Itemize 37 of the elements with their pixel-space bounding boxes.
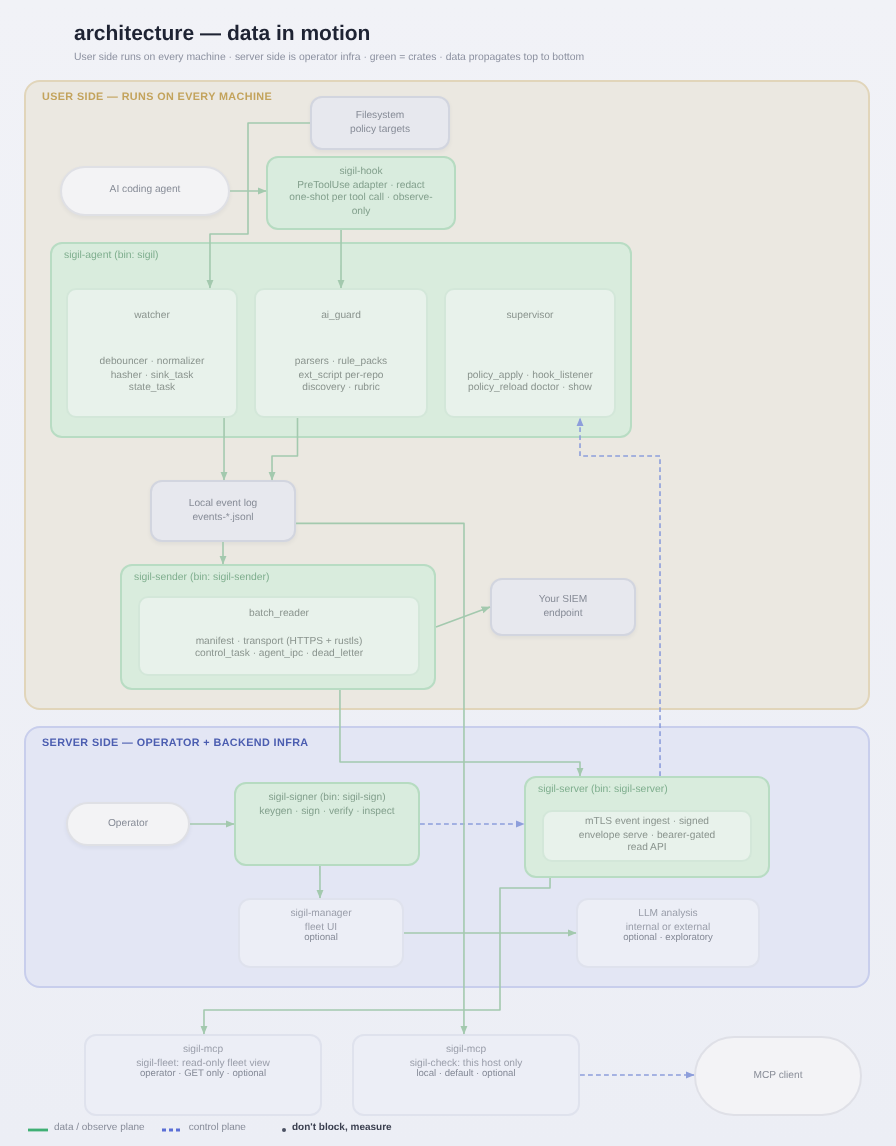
arrow	[337, 229, 345, 289]
arrow	[339, 689, 584, 777]
arrow	[229, 187, 267, 195]
client-pill	[694, 1036, 862, 1116]
arrow	[206, 122, 311, 289]
resource-box	[490, 578, 636, 636]
optional-component-box	[352, 1034, 580, 1116]
dashed-arrow	[579, 1071, 695, 1079]
optional-component-box	[238, 898, 404, 968]
arrow	[219, 541, 227, 565]
crate-group-box	[524, 776, 770, 878]
arrow	[200, 877, 551, 1035]
crate-box	[266, 156, 456, 230]
module-box	[66, 288, 238, 418]
optional-component-box	[576, 898, 760, 968]
arrow	[403, 929, 577, 937]
crate-box	[234, 782, 420, 866]
module-box	[444, 288, 616, 418]
resource-box	[150, 480, 296, 542]
resource-box	[310, 96, 450, 150]
diagram-title: architecture — data in motion	[74, 20, 371, 48]
module-box	[254, 288, 428, 418]
user-side-panel	[24, 80, 870, 710]
actor-pill	[66, 802, 190, 846]
dashed-arrow	[576, 417, 661, 777]
arrow	[435, 606, 491, 628]
optional-component-box	[84, 1034, 322, 1116]
crate-group-box	[120, 564, 436, 690]
server-side-panel	[24, 726, 870, 988]
arrow	[220, 417, 228, 481]
arrow	[268, 417, 299, 481]
dashed-arrow	[419, 820, 525, 828]
arrow	[189, 820, 235, 828]
arrow	[295, 522, 468, 1035]
crate-group-box	[50, 242, 632, 438]
arrow	[316, 865, 324, 899]
actor-pill	[60, 166, 230, 216]
